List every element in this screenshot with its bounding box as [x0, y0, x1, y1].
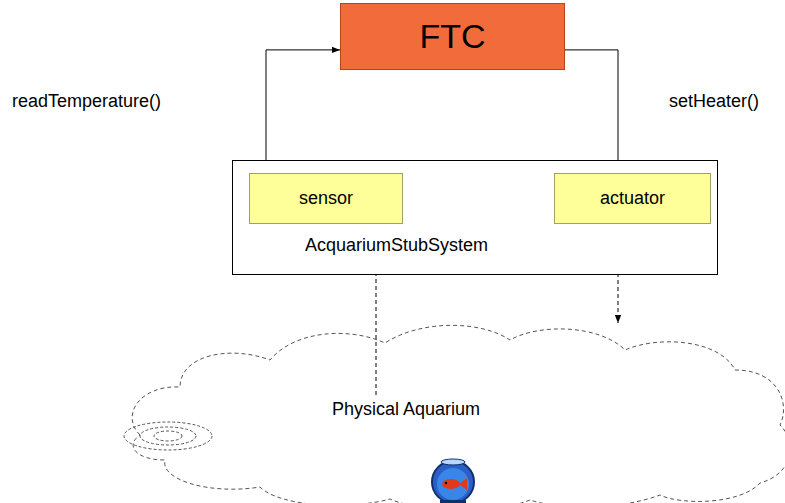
node-label: AcquariumStubSystem [303, 235, 490, 256]
component-box: sensor [249, 173, 403, 224]
component-box: actuator [554, 173, 711, 224]
system-box: AcquariumStubSystem sensor actuator [232, 160, 718, 275]
fish-bowl-icon [432, 459, 474, 503]
node-label: actuator [600, 188, 665, 209]
node-label: Physical Aquarium [330, 399, 482, 420]
call-arrow [266, 50, 340, 173]
call-arrow [565, 50, 618, 173]
edge-label: setHeater() [667, 91, 761, 112]
component-box: FTC [340, 3, 565, 70]
edge-label: readTemperature() [10, 91, 163, 112]
node-label: FTC [419, 17, 485, 56]
cloud-region: Physical Aquarium [120, 315, 785, 503]
node-label: sensor [299, 188, 353, 209]
ripple [124, 422, 212, 450]
